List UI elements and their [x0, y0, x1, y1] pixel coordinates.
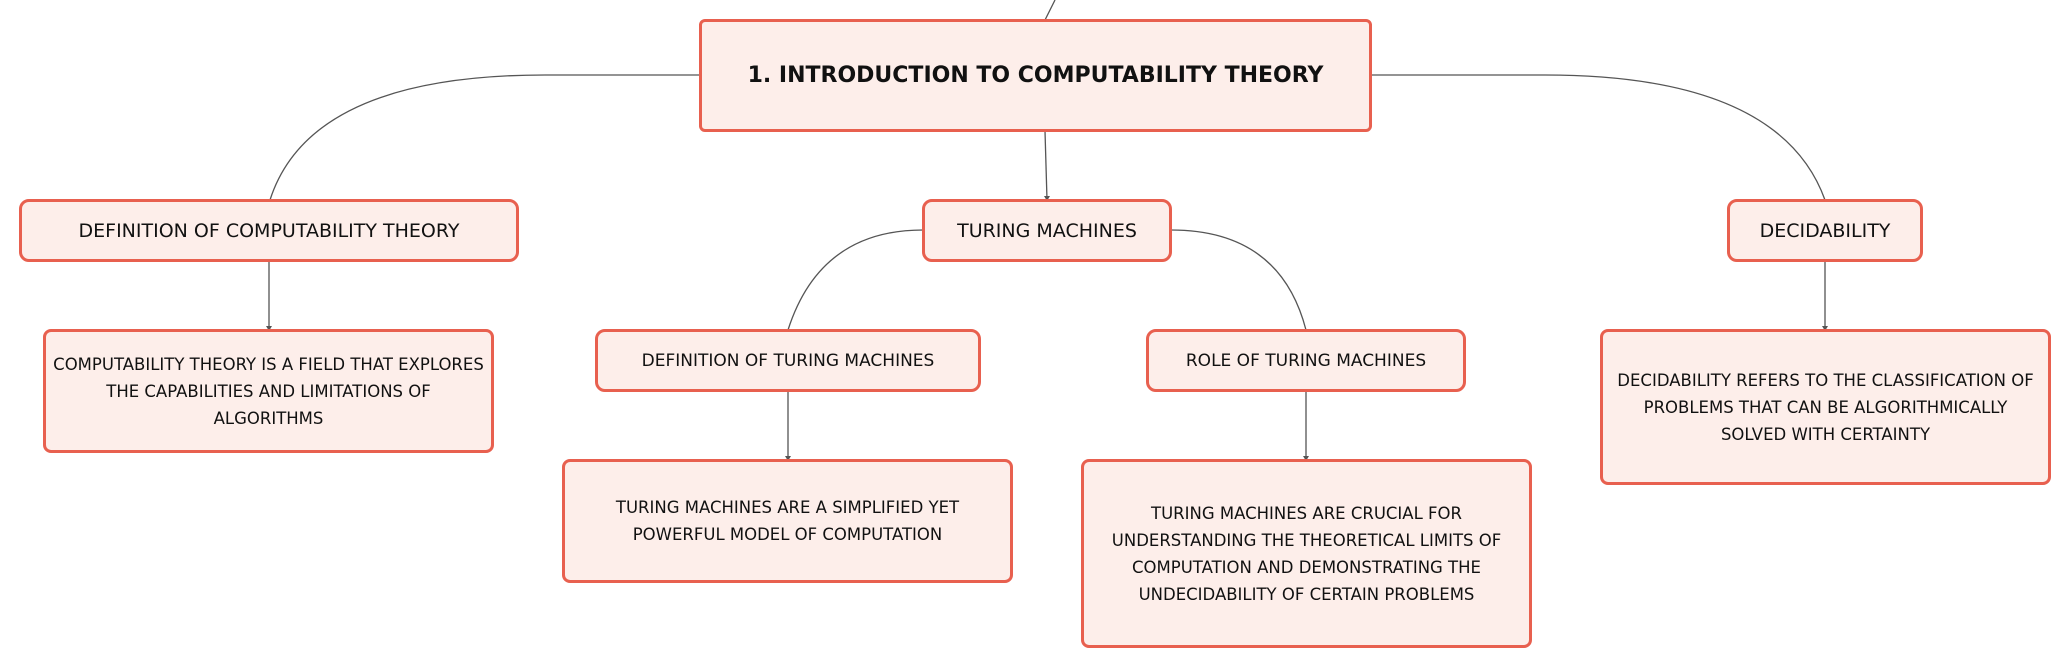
detail-decidability[interactable]: DECIDABILITY REFERS TO THE CLASSIFICATIO…	[1600, 329, 2051, 485]
connector-root-to-decidability	[1371, 74, 1826, 201]
arrowhead-decidability-detail	[1822, 326, 1828, 331]
arrowhead-turing	[1044, 196, 1050, 201]
connector-turing-to-role-tm	[1170, 229, 1307, 331]
node-definition-of-computability-theory[interactable]: DEFINITION OF COMPUTABILITY THEORY	[19, 199, 519, 262]
node-decidability[interactable]: DECIDABILITY	[1727, 199, 1923, 262]
root-node-label: 1. INTRODUCTION TO COMPUTABILITY THEORY	[747, 63, 1324, 88]
connector-root-to-definition	[269, 74, 700, 201]
arrowhead-role-tm-detail	[1303, 456, 1309, 461]
detail-text: TURING MACHINES ARE A SIMPLIFIED YET POW…	[615, 498, 960, 544]
node-label: TURING MACHINES	[957, 219, 1137, 242]
arrowhead-definition-tm-detail	[785, 456, 791, 461]
node-turing-machines[interactable]: TURING MACHINES	[922, 199, 1172, 262]
node-role-of-turing-machines[interactable]: ROLE OF TURING MACHINES	[1146, 329, 1466, 392]
detail-role-of-turing-machines[interactable]: TURING MACHINES ARE CRUCIAL FOR UNDERSTA…	[1081, 459, 1532, 648]
detail-text: COMPUTABILITY THEORY IS A FIELD THAT EXP…	[53, 354, 484, 428]
arrowhead-definition-detail	[266, 326, 272, 331]
node-definition-of-turing-machines[interactable]: DEFINITION OF TURING MACHINES	[595, 329, 981, 392]
detail-text: DECIDABILITY REFERS TO THE CLASSIFICATIO…	[1617, 370, 2034, 444]
detail-text: TURING MACHINES ARE CRUCIAL FOR UNDERSTA…	[1111, 503, 1502, 604]
connector-parent-to-root	[1044, 0, 1056, 21]
node-label: DEFINITION OF TURING MACHINES	[641, 350, 935, 371]
detail-definition-of-computability-theory[interactable]: COMPUTABILITY THEORY IS A FIELD THAT EXP…	[43, 329, 494, 453]
node-label: DEFINITION OF COMPUTABILITY THEORY	[78, 219, 460, 242]
root-node[interactable]: 1. INTRODUCTION TO COMPUTABILITY THEORY	[699, 19, 1372, 132]
node-label: ROLE OF TURING MACHINES	[1185, 350, 1427, 371]
connector-root-to-turing	[1044, 130, 1048, 201]
detail-definition-of-turing-machines[interactable]: TURING MACHINES ARE A SIMPLIFIED YET POW…	[562, 459, 1013, 583]
connector-turing-to-definition-tm	[787, 229, 924, 331]
node-label: DECIDABILITY	[1759, 219, 1891, 242]
